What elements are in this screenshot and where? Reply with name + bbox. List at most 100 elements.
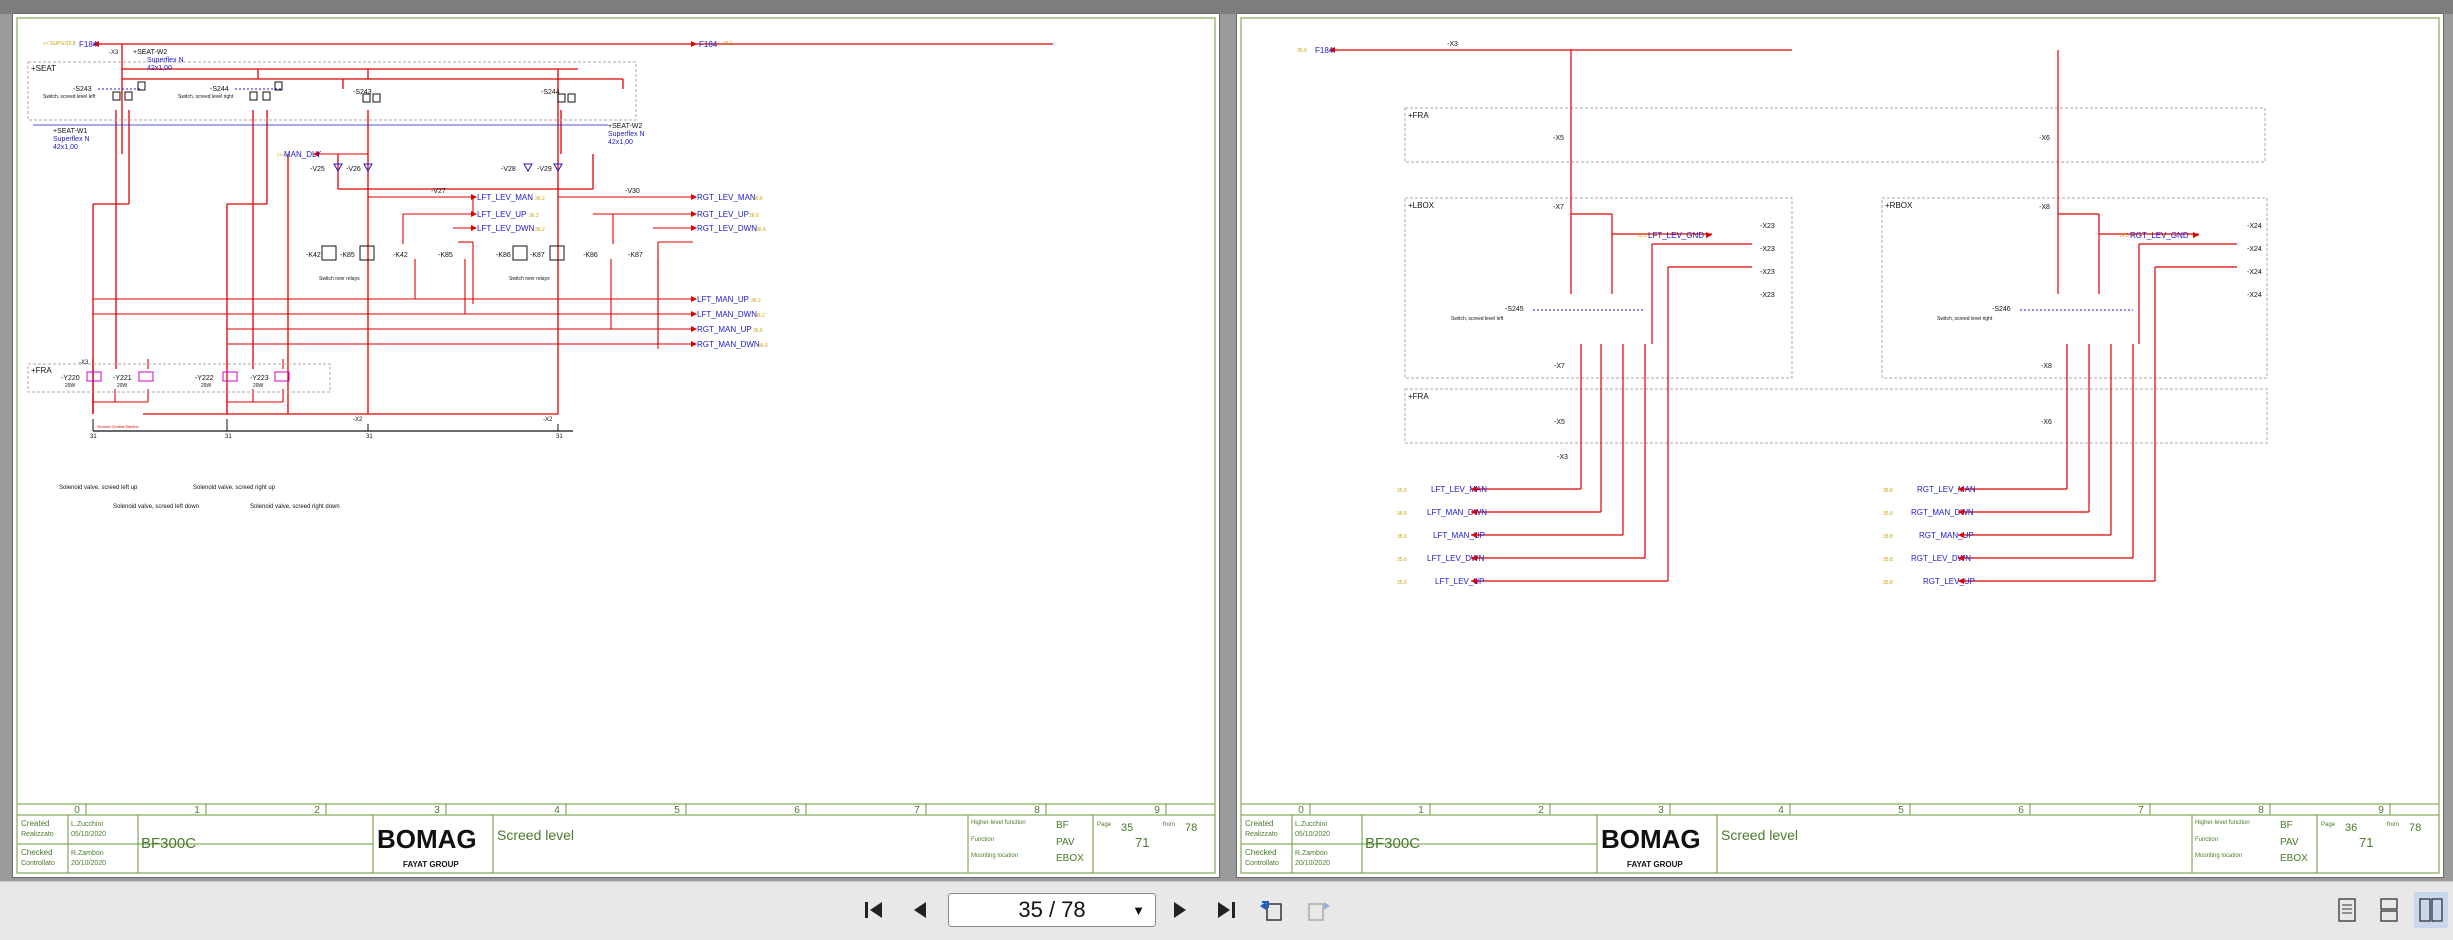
sig-ref-5: 36.6 bbox=[749, 213, 759, 219]
previous-page-button[interactable] bbox=[904, 894, 936, 926]
lbox bbox=[1404, 197, 1793, 379]
supply-wiring bbox=[92, 43, 1053, 415]
right-sig-l3: LFT_MAN_UP bbox=[1433, 531, 1485, 540]
seat-w2-top-cable: Superflex N bbox=[147, 57, 184, 64]
sig-ref-2: 36.2 bbox=[529, 213, 539, 219]
created-date: 05/10/2020 bbox=[71, 831, 106, 838]
x2-23-b: -X2 bbox=[543, 417, 553, 423]
col-1: 1 bbox=[1418, 805, 1424, 816]
sig-lft-lev-man: LFT_LEV_MAN bbox=[477, 193, 533, 202]
checked-name: R.Zambon bbox=[1295, 850, 1328, 857]
col-4: 4 bbox=[1778, 805, 1784, 816]
sig-ref-1: 36.2 bbox=[535, 196, 545, 202]
diode-v27: -V27 bbox=[431, 188, 446, 195]
diode-v30: -V30 bbox=[625, 188, 640, 195]
func3-value: EBOX bbox=[1056, 853, 1084, 864]
f184-arrow bbox=[1329, 47, 1335, 53]
seat-w2-top-size: 42x1,00 bbox=[147, 65, 172, 72]
col-2: 2 bbox=[1538, 805, 1544, 816]
rgt-lev-gnd-ref: 14.3 bbox=[2119, 233, 2129, 239]
col-1: 1 bbox=[194, 805, 200, 816]
switch-s243b: -S243 bbox=[353, 89, 381, 103]
solenoid-y220: -Y220 bbox=[61, 375, 80, 382]
sol-right-up: Solenoid valve, screed right up bbox=[193, 485, 276, 491]
switch-s244b: -S244 bbox=[541, 89, 576, 103]
col-3: 3 bbox=[434, 805, 440, 816]
ground-31-c: 31 bbox=[366, 434, 373, 440]
lbox-label: +LBOX bbox=[1408, 201, 1435, 210]
single-page-icon bbox=[2338, 898, 2356, 922]
fra-box-label: +FRA bbox=[31, 366, 52, 375]
func3-label: Mounting location bbox=[2195, 853, 2242, 859]
machine-model: BF300C bbox=[141, 835, 196, 852]
right-ref-3: 35.8 bbox=[1883, 534, 1893, 540]
right-ref-2: 35.8 bbox=[1883, 511, 1893, 517]
sig-rgt-lev-dwn: RGT_LEV_DWN bbox=[697, 224, 757, 233]
brand-logo: BOMAG bbox=[377, 824, 477, 854]
lft-lev-gnd: LFT_LEV_GND bbox=[1648, 231, 1704, 240]
x3-132-label: -X3 bbox=[79, 360, 89, 366]
seat-w2-right: +SEAT-W2 bbox=[608, 123, 642, 130]
sig-rgt-man-dwn: RGT_MAN_DWN bbox=[697, 340, 760, 349]
x6-row: -X6 bbox=[2041, 419, 2052, 426]
right-sig-r5: RGT_LEV_UP bbox=[1923, 577, 1975, 586]
coil-w-2: 29W bbox=[117, 383, 128, 389]
diode-v29-symbol bbox=[553, 163, 563, 173]
man-dly: MAN_DLY bbox=[284, 150, 322, 159]
col-9: 9 bbox=[1154, 805, 1160, 816]
left-ref-4: 35.6 bbox=[1397, 557, 1407, 563]
sheet-frame bbox=[1240, 17, 2440, 874]
seat-box-label: +SEAT bbox=[31, 64, 56, 73]
col-3: 3 bbox=[1658, 805, 1664, 816]
sig-ref-7: 36.2 bbox=[751, 298, 761, 304]
f184-right: F184 bbox=[699, 40, 718, 49]
func3-value: EBOX bbox=[2280, 853, 2308, 864]
fra-top-label: +FRA bbox=[1408, 111, 1429, 120]
x8-row: -X8 bbox=[2041, 363, 2052, 370]
col-7: 7 bbox=[914, 805, 920, 816]
next-page-button[interactable] bbox=[1164, 894, 1196, 926]
go-forward-view-button[interactable] bbox=[1302, 894, 1334, 926]
previous-page-icon bbox=[914, 902, 926, 918]
x5-label: -X5 bbox=[1553, 135, 1564, 142]
relay-desc-1: Switch over relays bbox=[319, 276, 360, 282]
left-ref-2: 35.6 bbox=[1397, 511, 1407, 517]
go-back-view-button[interactable] bbox=[1256, 894, 1288, 926]
col-8: 8 bbox=[1034, 805, 1040, 816]
func1-value: BF bbox=[1056, 820, 1069, 831]
switch-s243-desc: Switch, screed level left bbox=[43, 94, 96, 100]
x3-167: -X3 bbox=[1447, 41, 1458, 48]
continuous-view-button[interactable] bbox=[2372, 892, 2406, 928]
checked-date: 20/10/2020 bbox=[1295, 860, 1330, 867]
col-7: 7 bbox=[2138, 805, 2144, 816]
switch-s244: -S244 Switch, screed level right bbox=[178, 81, 283, 101]
diode-v28: -V28 bbox=[501, 166, 516, 173]
next-page-icon bbox=[1174, 902, 1186, 918]
created-label: Created bbox=[21, 819, 49, 828]
sig-ref-9: 36.6 bbox=[753, 328, 763, 334]
last-page-button[interactable] bbox=[1210, 894, 1242, 926]
title-block: Created Realizzato L.Zucchini 05/10/2020… bbox=[17, 815, 1197, 873]
viewer-toolbar: 35 / 78 ▼ bbox=[0, 881, 2453, 940]
seat-w1-cable: Superflex N bbox=[53, 136, 90, 143]
x5-row: -X5 bbox=[1554, 419, 1565, 426]
coil-w-3: 29W bbox=[201, 383, 212, 389]
brand-logo: BOMAG bbox=[1601, 824, 1701, 854]
col-0: 0 bbox=[74, 805, 80, 816]
rbox-label: +RBOX bbox=[1885, 201, 1913, 210]
single-page-view-button[interactable] bbox=[2330, 892, 2364, 928]
page-selector[interactable]: 35 / 78 ▼ bbox=[948, 893, 1156, 927]
sheet-title: Screed level bbox=[1721, 827, 1798, 843]
two-page-view-button[interactable] bbox=[2414, 892, 2448, 928]
func2-value: PAV bbox=[2280, 837, 2299, 848]
x7-row: -X7 bbox=[1554, 363, 1565, 370]
relay-k85: -K85 bbox=[340, 252, 355, 259]
column-ruler bbox=[1309, 804, 2391, 815]
first-page-button[interactable] bbox=[858, 894, 890, 926]
relay-k42-contact: -K42 bbox=[393, 252, 408, 259]
func2-label: Function bbox=[2195, 837, 2218, 843]
page-number: 35 bbox=[1121, 822, 1133, 834]
func2-value: PAV bbox=[1056, 837, 1075, 848]
page-total: 78 bbox=[1185, 822, 1197, 834]
switch-s243: -S243 Switch, screed level left bbox=[43, 81, 146, 101]
